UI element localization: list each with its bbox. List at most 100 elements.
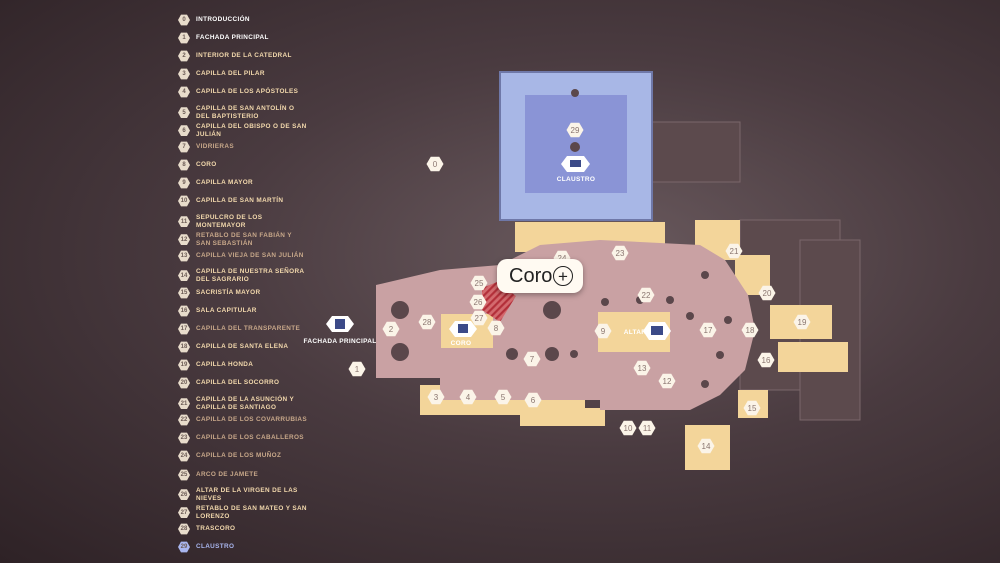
legend-label: CAPILLA DE LOS CABALLEROS (196, 434, 304, 442)
map-marker[interactable]: 28 (418, 314, 436, 330)
map-marker[interactable]: 29 (566, 122, 584, 138)
coro-popup[interactable]: Coro + (497, 259, 583, 293)
hexagon-marker-icon (758, 285, 776, 301)
marker-number: 15 (748, 404, 757, 413)
hexagon-marker-icon (524, 392, 542, 408)
plus-icon[interactable]: + (553, 266, 573, 286)
hexagon-marker-icon (594, 323, 612, 339)
map-marker[interactable]: 23 (611, 245, 629, 261)
hexagon-marker-icon: 4 (178, 86, 190, 98)
map-marker[interactable]: 14 (697, 438, 715, 454)
hexagon-marker-icon: 14 (178, 270, 190, 281)
map-marker[interactable]: 18 (741, 322, 759, 338)
marker-number: 19 (798, 318, 807, 327)
map-marker[interactable]: 27 (470, 310, 488, 326)
legend-item[interactable]: 26 ALTAR DE LA VIRGEN DE LAS NIEVES (178, 487, 308, 502)
map-marker[interactable]: 3 (427, 389, 445, 405)
map-marker[interactable]: 13 (633, 360, 651, 376)
hexagon-marker-icon: 6 (178, 125, 190, 136)
hexagon-marker-icon: 7 (178, 141, 190, 153)
facade-icon[interactable] (326, 316, 354, 332)
hexagon-marker-icon (459, 389, 477, 405)
map-marker[interactable]: 16 (757, 352, 775, 368)
map-marker[interactable]: 21 (725, 243, 743, 259)
map-marker[interactable]: 19 (793, 314, 811, 330)
legend-label: CAPILLA DEL TRANSPARENTE (196, 325, 301, 333)
map-marker[interactable]: 11 (638, 420, 656, 436)
marker-number: 10 (624, 424, 633, 433)
marker-number: 26 (474, 298, 483, 307)
hexagon-marker-icon: 8 (178, 159, 190, 171)
map-marker[interactable]: 2 (382, 321, 400, 337)
hexagon-marker-icon: 23 (178, 432, 190, 444)
legend-item[interactable]: 17 CAPILLA DEL TRANSPARENTE (178, 323, 308, 335)
legend-label: CAPILLA DE SANTA ELENA (196, 343, 289, 351)
coro-icon[interactable] (449, 321, 477, 337)
hexagon-marker-icon: 17 (178, 323, 190, 335)
map-marker[interactable]: 8 (487, 320, 505, 336)
map-marker[interactable]: 17 (699, 322, 717, 338)
marker-number: 8 (494, 324, 499, 333)
map-marker[interactable]: 0 (426, 156, 444, 172)
map-marker[interactable]: 4 (459, 389, 477, 405)
cloister-icon[interactable] (561, 156, 590, 172)
map-marker[interactable]: 25 (470, 275, 488, 291)
map-marker[interactable]: 1 (348, 361, 366, 377)
hexagon-marker-icon (697, 438, 715, 454)
marker-number: 17 (704, 326, 713, 335)
map-marker[interactable]: 22 (637, 287, 655, 303)
map-marker[interactable]: 20 (758, 285, 776, 301)
hexagon-marker-icon (427, 389, 445, 405)
hexagon-marker-icon: 26 (178, 489, 190, 500)
marker-number: 27 (475, 314, 484, 323)
map-marker[interactable]: 5 (494, 389, 512, 405)
hexagon-marker-icon (699, 322, 717, 338)
legend-label: CLAUSTRO (196, 543, 235, 551)
map-marker[interactable]: 15 (743, 400, 761, 416)
map-marker[interactable]: 10 (619, 420, 637, 436)
map-marker[interactable]: 26 (469, 294, 487, 310)
hexagon-marker-icon (757, 352, 775, 368)
hexagon-marker-icon (741, 322, 759, 338)
hexagon-marker-icon: 16 (178, 305, 190, 317)
legend-label: ALTAR DE LA VIRGEN DE LAS NIEVES (196, 487, 298, 502)
map-marker[interactable]: 7 (523, 351, 541, 367)
map-marker[interactable]: 9 (594, 323, 612, 339)
legend-label: CAPILLA DEL SOCORRO (196, 379, 280, 387)
map-marker[interactable]: 6 (524, 392, 542, 408)
popup-title: Coro (509, 264, 553, 287)
map-marker[interactable]: 12 (658, 373, 676, 389)
marker-number: 3 (434, 393, 439, 402)
altar-icon[interactable] (643, 322, 671, 340)
legend-item[interactable]: 23 CAPILLA DE LOS CABALLEROS (178, 432, 308, 444)
marker-number: 20 (763, 289, 772, 298)
legend-label: TRASCORO (196, 525, 236, 533)
